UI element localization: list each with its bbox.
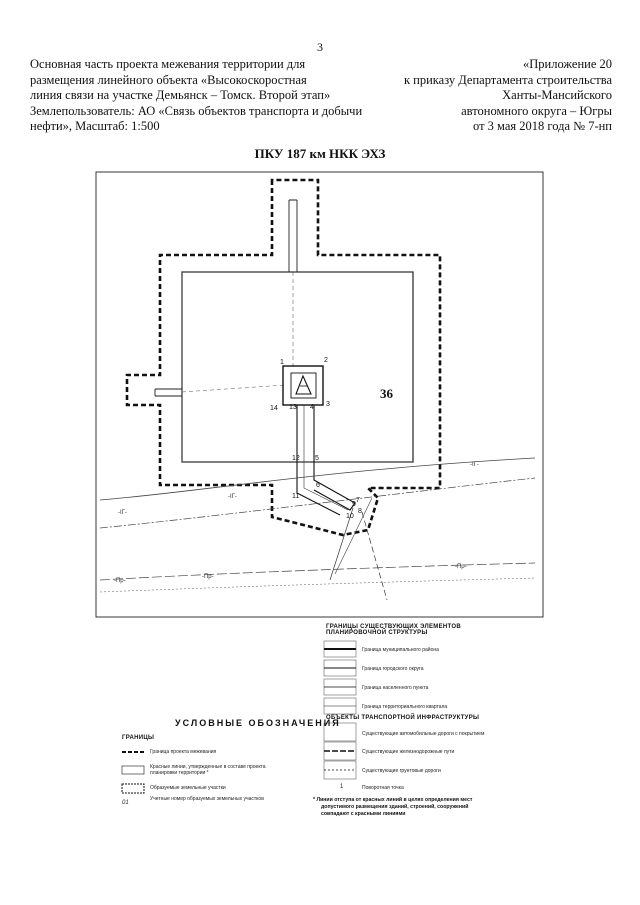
point-label: 14 [270,405,278,412]
legend-item: Граница проекта межевания [150,749,217,755]
point-label: 2 [324,357,328,364]
cable-branch [361,511,388,601]
header-left-line: Землепользователь: АО «Связь объектов тр… [30,103,363,118]
point-label: 1 [280,359,284,366]
project-boundary [125,178,442,537]
note-line: допустимого размещения зданий, строений,… [321,804,469,810]
point-label: 9 [352,501,356,508]
header-right-line: к приказу Департамента строительства [403,72,612,87]
page-number: 3 [317,40,323,54]
line-tag: -Пр- [202,574,214,580]
pipe-line [99,562,536,581]
legend-item: Образуемые земельные участки [150,785,226,791]
pipe-line [99,577,536,593]
legend-item: Учетные номер образуемых земельных участ… [150,796,264,802]
point-label: 10 [346,513,354,520]
point-label: 5 [315,455,319,462]
legend-item: Красные линии, утвержденные в составе пр… [150,764,266,776]
point-label: 12 [292,455,300,462]
note-line: совпадают с красными линиями [321,811,406,817]
legend-item: Граница муниципального района [362,647,439,653]
header-right-line: от 3 мая 2018 года № 7-нп [472,119,612,133]
legend-item: Граница территориального квартала [362,704,448,710]
mast-symbol [295,374,312,395]
cable-branch [329,507,354,581]
road-line [99,457,536,501]
cable-branch [334,497,373,575]
legend-item: Граница населенного пункта [362,685,429,691]
legend-existing-heading: ГРАНИЦЫ СУЩЕСТВУЮЩИХ ЭЛЕМЕНТОВ ПЛАНИРОВО… [326,624,461,636]
point-sample: 1 [340,784,344,790]
west-corridor [154,388,182,397]
header-left: Основная часть проекта межевания террито… [30,57,365,135]
note-line: Линии отступа от красных линий в целях о… [316,797,473,803]
header-right-line: автономного округа – Югры [461,103,612,118]
line-tag: -Пр- [114,578,126,584]
legend-transport-heading: ОБЪЕКТЫ ТРАНСПОРТНОЙ ИНФРАСТРУКТУРЫ [326,715,480,721]
point-label: 8 [358,508,362,515]
header-left-line: линия связи на участке Демьянск – Томск.… [30,88,331,102]
parcel-number-sample: 01 [122,800,129,806]
point-label: 11 [292,493,299,500]
line-tag: -IГ- [118,510,127,516]
header-right-line: Ханты-Мансийского [502,88,612,102]
legend-item: Существующие грунтовые дороги [362,768,441,774]
axis-line-west [181,384,286,393]
drawing-title: ПКУ 187 км НКК ЭХЗ [254,146,386,161]
header-left-line: нефти», Масштаб: 1:500 [30,119,160,133]
header-right: «Приложение 20 к приказу Департамента ст… [362,57,612,135]
point-label: 4 [310,404,314,411]
cable-corridor [296,405,356,516]
point-label: 3 [326,401,330,408]
legend-symbol [121,783,145,794]
legend-note: * Линии отступа от красных линий в целях… [313,797,553,818]
point-label: 6 [316,482,320,489]
legend-borders-heading: ГРАНИЦЫ [122,735,155,741]
line-tag: -IГ- [228,494,237,500]
legend-symbol [323,640,357,658]
line-tag: -Пр- [455,564,467,570]
north-corridor [288,199,298,272]
legend-item: Граница городского округа [362,666,424,672]
legend-item: Существующие автомобильные дороги с покр… [362,731,485,737]
line-tag: -IГ- [470,462,479,468]
legend-symbol [121,765,145,775]
legend-symbol [323,722,357,742]
legend-item: Поворотная точка [362,785,404,791]
drawing-frame [95,171,544,618]
legend-item: Существующие железнодорожные пути [362,749,455,755]
header-right-line: «Приложение 20 [523,57,612,71]
road-line [99,477,536,529]
point-label: 13 [289,404,297,411]
site-plot [282,365,324,406]
parcel-number: 36 [380,386,394,401]
header-left-line: Основная часть проекта межевания террито… [30,57,306,71]
site-fence [290,372,317,399]
legend-title: УСЛОВНЫЕ ОБОЗНАЧЕНИЯ [175,718,341,728]
point-label: 7 [356,497,360,504]
header-left-line: размещения линейного объекта «Высокоскор… [30,72,307,87]
